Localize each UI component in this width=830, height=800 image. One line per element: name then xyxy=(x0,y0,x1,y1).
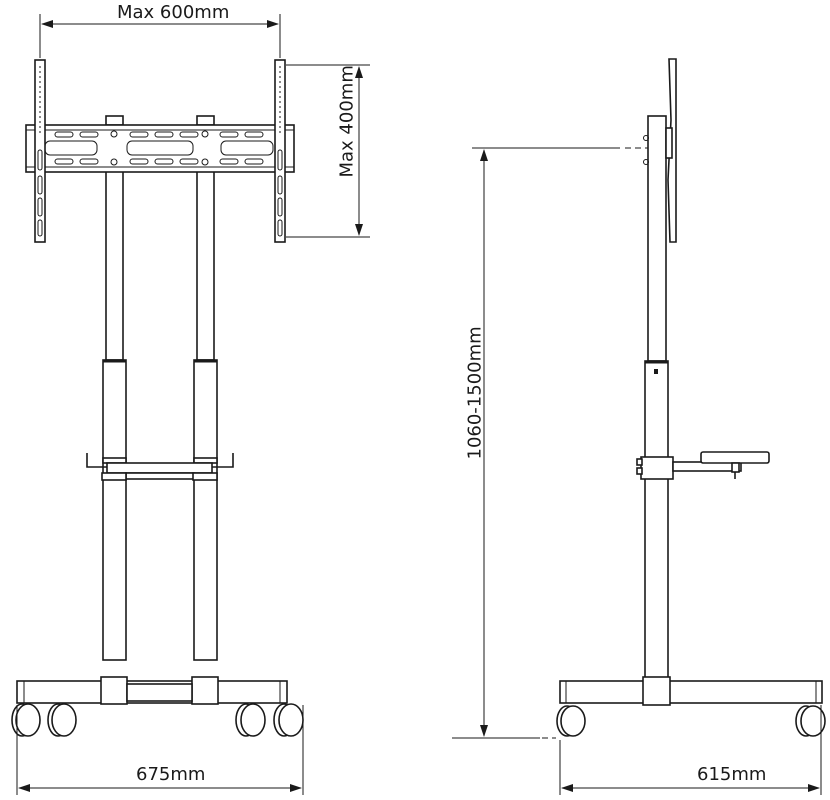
height-range-label: 1060-1500mm xyxy=(464,326,486,460)
max-width-label: Max 600mm xyxy=(117,2,230,23)
front-view xyxy=(11,14,370,795)
front-base-width-label: 675mm xyxy=(136,764,206,785)
side-base-width-label: 615mm xyxy=(697,764,767,785)
max-height-label: Max 400mm xyxy=(336,65,358,178)
side-view xyxy=(452,58,826,795)
